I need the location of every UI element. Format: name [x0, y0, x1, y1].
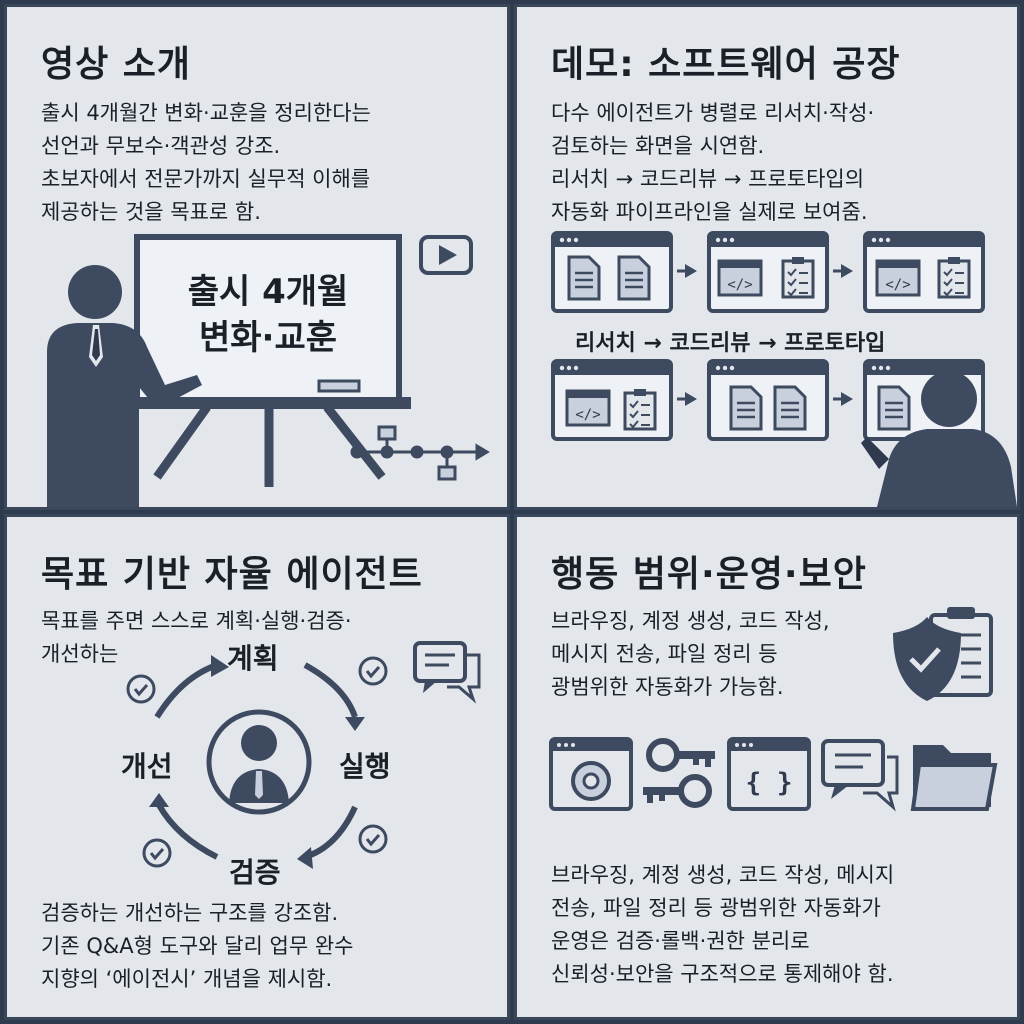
- cycle-illustration: [126, 641, 481, 869]
- check-icon: [358, 656, 388, 686]
- arrow-icon: [677, 264, 697, 278]
- timeline-icon: [350, 425, 490, 481]
- text-line: 메시지 전송, 파일 정리 등: [551, 642, 778, 666]
- panel-bottom-text: 검증하는 개선하는 구조를 강조함. 기존 Q&A형 도구와 달리 업무 완수 …: [41, 897, 354, 996]
- text-line: 다수 에이전트가 병렬로 리서치·작성·: [551, 101, 875, 125]
- cycle-step-improve: 개선: [121, 750, 173, 783]
- browser-globe-icon: [549, 737, 633, 811]
- panel-title: 데모: 소프트웨어 공장: [551, 44, 901, 85]
- browser-window-icon: [707, 231, 829, 313]
- panel-security: 행동 범위·운영·보안 브라우징, 계정 생성, 코드 작성, 메시지 전송, …: [514, 514, 1020, 1020]
- browser-window-icon: [551, 359, 673, 441]
- panel-text: 목표를 주면 스스로 계획·실행·검증· 개선하는: [41, 605, 352, 671]
- whiteboard-line: 변화·교훈: [198, 318, 338, 358]
- braces-icon: { }: [727, 737, 811, 811]
- browser-window-icon: [707, 359, 829, 441]
- pipeline-label: 리서치 → 코드리뷰 → 프로토타입: [575, 331, 886, 356]
- whiteboard-text: 출시 4개월 변화·교훈: [155, 269, 381, 361]
- cycle-step-verify: 검증: [229, 856, 281, 889]
- panel-text: 출시 4개월간 변화·교훈을 정리한다는 선언과 무보수·객관성 강조. 초보자…: [41, 97, 371, 229]
- checklist-icon: [781, 255, 815, 299]
- browser-window-icon: [551, 231, 673, 313]
- text-line: 개선하는: [41, 642, 119, 666]
- chat-icon: [413, 641, 481, 704]
- panel-title: 목표 기반 자율 에이전트: [41, 554, 423, 595]
- arrow-icon: [677, 392, 697, 406]
- document-icon: [617, 255, 651, 301]
- text-line: 리서치 → 코드리뷰 → 프로토타입의: [551, 167, 865, 191]
- panel-title: 영상 소개: [41, 44, 192, 85]
- whiteboard-line: 출시 4개월: [187, 272, 349, 312]
- person-icon: [861, 371, 1017, 507]
- arrow-icon: [833, 264, 853, 278]
- whiteboard-icon: [129, 234, 411, 487]
- cycle-step-execute: 실행: [339, 750, 391, 783]
- checklist-icon: [623, 387, 657, 431]
- document-icon: [567, 255, 601, 301]
- code-icon: [565, 389, 611, 427]
- play-icon: [419, 235, 473, 275]
- code-icon: [717, 259, 763, 297]
- checklist-icon: [937, 255, 971, 299]
- panel-demo: 데모: 소프트웨어 공장 다수 에이전트가 병렬로 리서치·작성· 검토하는 화…: [514, 4, 1020, 510]
- panel-text: 다수 에이전트가 병렬로 리서치·작성· 검토하는 화면을 시연함. 리서치 →…: [551, 97, 874, 229]
- text-line: 목표를 주면 스스로 계획·실행·검증·: [41, 609, 352, 633]
- panel-title: 행동 범위·운영·보안: [551, 554, 867, 595]
- folder-icon: [910, 745, 998, 811]
- shield-check-icon: [893, 607, 993, 701]
- text-line: 지향의 ‘에이전시’ 개념을 제시함.: [41, 967, 333, 991]
- code-icon: [875, 259, 921, 297]
- chat-icon: [821, 739, 899, 812]
- presentation-illustration: [47, 234, 490, 507]
- text-line: 전송, 파일 정리 등 광범위한 자동화가: [551, 896, 881, 920]
- text-line: 신뢰성·보안을 구조적으로 통제해야 함.: [551, 962, 894, 986]
- arrow-icon: [833, 392, 853, 406]
- text-line: 브라우징, 계정 생성, 코드 작성, 메시지: [551, 863, 895, 887]
- text-line: 검토하는 화면을 시연함.: [551, 134, 765, 158]
- check-icon: [142, 838, 172, 868]
- check-icon: [126, 674, 156, 704]
- key-icon: [643, 738, 715, 808]
- text-line: 자동화 파이프라인을 실제로 보여줌.: [551, 200, 868, 224]
- text-line: 광범위한 자동화가 가능함.: [551, 675, 784, 699]
- panel-intro: 영상 소개 출시 4개월간 변화·교훈을 정리한다는 선언과 무보수·객관성 강…: [4, 4, 510, 510]
- cycle-step-plan: 계획: [227, 642, 279, 675]
- document-icon: [773, 385, 807, 431]
- text-line: 출시 4개월간 변화·교훈을 정리한다는: [41, 101, 371, 125]
- presenter-icon: [47, 265, 202, 507]
- panel-bottom-text: 브라우징, 계정 생성, 코드 작성, 메시지 전송, 파일 정리 등 광범위한…: [551, 859, 894, 991]
- pipeline-illustration: </>: [551, 231, 1017, 507]
- text-line: 브라우징, 계정 생성, 코드 작성,: [551, 609, 830, 633]
- svg-text:{ }: { }: [746, 768, 793, 798]
- text-line: 운영은 검증·롤백·권한 분리로: [551, 929, 810, 953]
- text-line: 초보자에서 전문가까지 실무적 이해를: [41, 167, 371, 191]
- document-icon: [877, 385, 911, 431]
- document-icon: [729, 385, 763, 431]
- person-icon: [206, 709, 312, 815]
- text-line: 제공하는 것을 목표로 함.: [41, 200, 261, 224]
- text-line: 선언과 무보수·객관성 강조.: [41, 134, 281, 158]
- security-illustration: { }: [549, 607, 998, 812]
- text-line: 기존 Q&A형 도구와 달리 업무 완수: [41, 934, 354, 958]
- panel-agents: 목표 기반 자율 에이전트 목표를 주면 스스로 계획·실행·검증· 개선하는: [4, 514, 510, 1020]
- text-line: 검증하는 개선하는 구조를 강조함.: [41, 901, 339, 925]
- browser-window-icon: [863, 231, 985, 313]
- check-icon: [358, 824, 388, 854]
- panel-text: 브라우징, 계정 생성, 코드 작성, 메시지 전송, 파일 정리 등 광범위한…: [551, 605, 830, 704]
